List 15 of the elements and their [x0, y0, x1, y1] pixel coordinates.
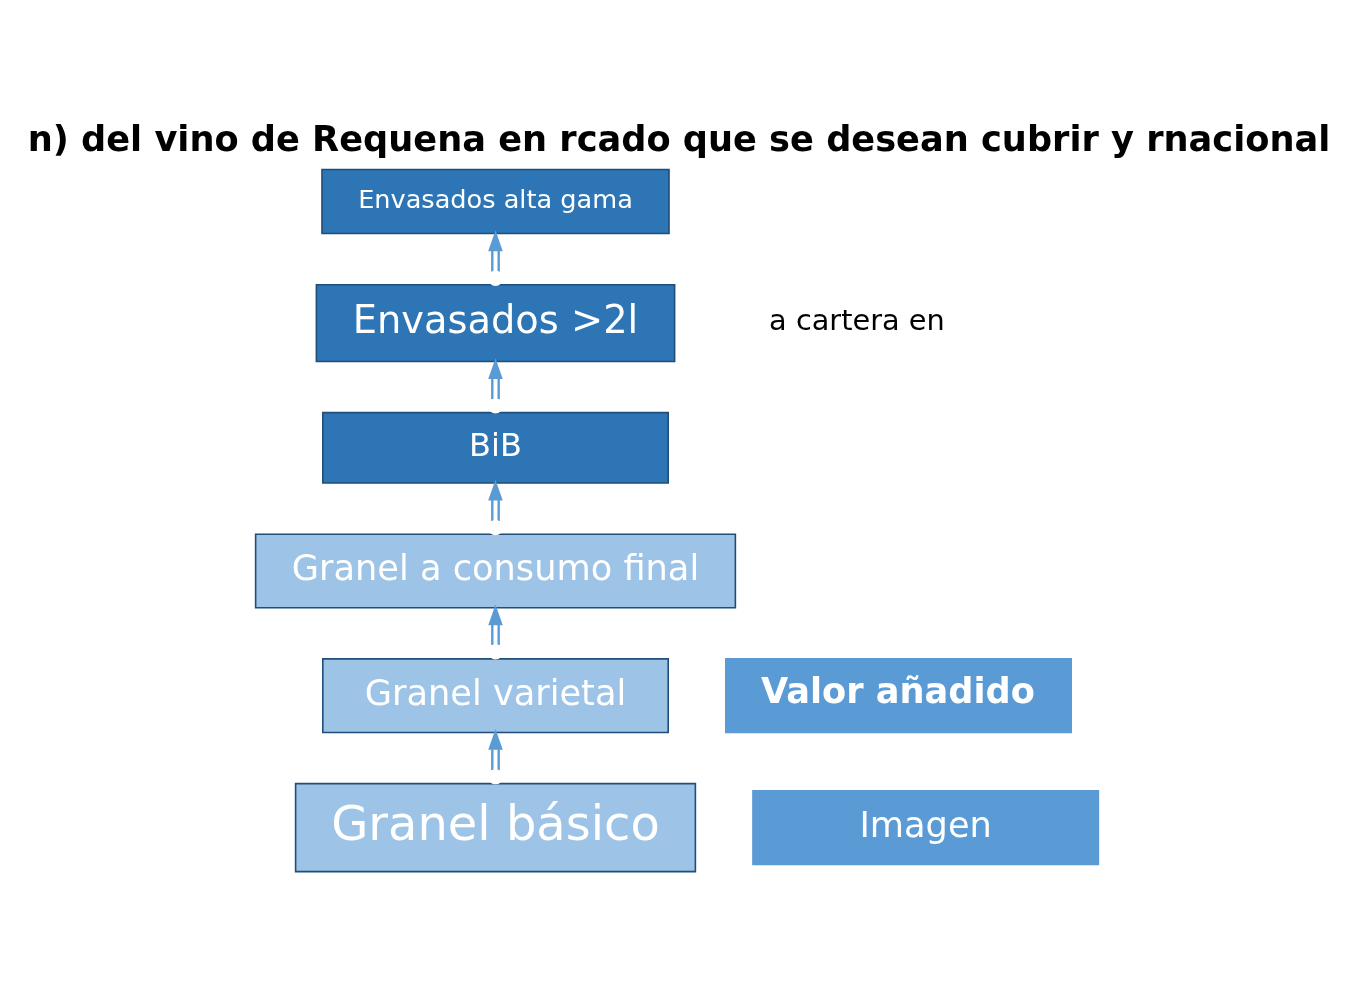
node-box: Granel básico: [294, 782, 697, 872]
node-box: BiB: [321, 411, 669, 484]
node-box: Valor añadido: [724, 657, 1072, 733]
node-box: Granel a consumo final: [254, 532, 737, 609]
arrow: [487, 229, 504, 286]
node-box: Envasados alta gama: [321, 168, 670, 234]
label: a cartera en: [769, 302, 945, 337]
node-box: Envasados >2l: [315, 283, 676, 362]
arrow: [487, 728, 504, 784]
diagram-title: n) del vino de Requena en rcado que se desean cubrir y rnacional: [27, 117, 1331, 159]
arrow: [487, 479, 504, 535]
node-box: Imagen: [752, 789, 1100, 865]
arrow: [487, 603, 504, 659]
arrow: [487, 357, 504, 414]
node-box: Granel varietal: [321, 657, 669, 733]
